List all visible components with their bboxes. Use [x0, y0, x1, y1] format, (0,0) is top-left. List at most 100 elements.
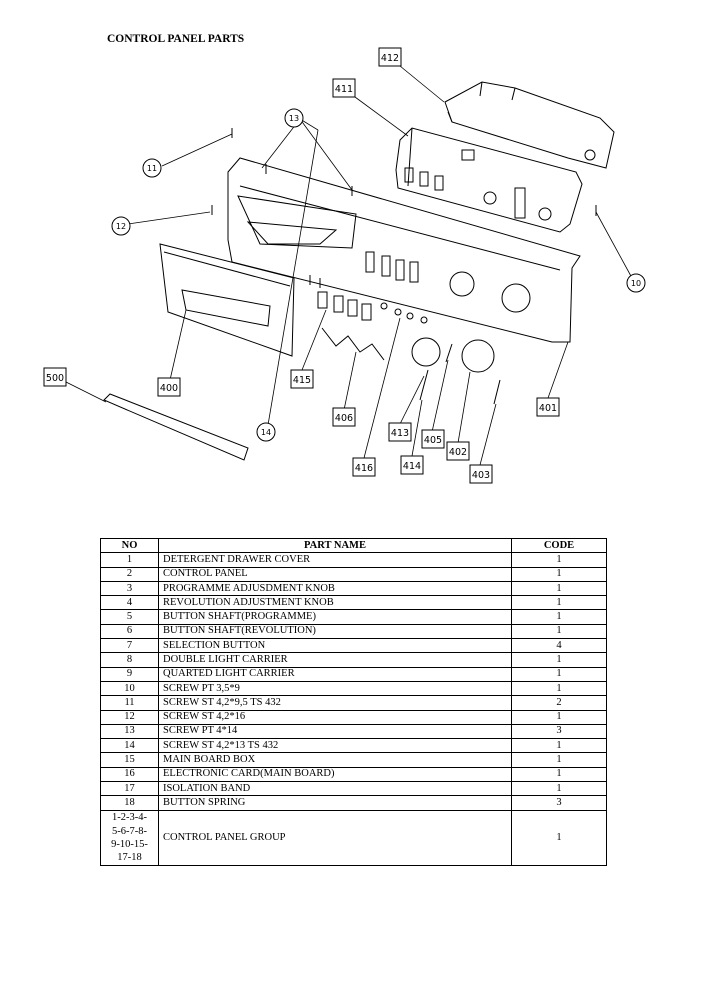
svg-text:14: 14	[261, 428, 271, 437]
callout-414: 414	[400, 455, 424, 475]
svg-text:13: 13	[289, 114, 299, 123]
group-no-line: 17-18	[117, 851, 142, 863]
cell-no: 3	[100, 580, 159, 597]
cell-part-name: SCREW PT 4*14	[158, 723, 512, 740]
selection-buttons-drawing	[317, 291, 372, 321]
isolation-band-drawing	[103, 393, 249, 461]
cell-part-name: BUTTON SPRING	[158, 795, 512, 811]
svg-text:411: 411	[335, 84, 353, 95]
cell-code: 1	[511, 552, 607, 568]
svg-text:406: 406	[335, 413, 353, 424]
cell-no: 14	[100, 738, 159, 754]
cell-no: 15	[100, 752, 159, 768]
svg-text:414: 414	[403, 461, 421, 472]
cell-no: 1-2-3-4-5-6-7-8-9-10-15-17-18	[100, 809, 159, 866]
callout-402: 402	[446, 441, 470, 461]
programme-knob-drawing	[411, 337, 441, 367]
group-no-line: 9-10-15-	[111, 838, 148, 850]
group-no-line: 1-2-3-4-	[112, 812, 147, 824]
cell-code: 1	[511, 680, 607, 697]
callout-400: 400	[157, 377, 181, 397]
revolution-shaft-drawing	[493, 379, 501, 405]
svg-text:11: 11	[147, 164, 157, 173]
cell-no: 2	[100, 566, 159, 582]
cell-part-name: BUTTON SHAFT(REVOLUTION)	[158, 623, 512, 640]
cell-no: 4	[100, 595, 159, 611]
cell-part-name: PROGRAMME ADJUSDMENT KNOB	[158, 580, 512, 597]
cell-no: 10	[100, 680, 159, 697]
cell-code: 1	[511, 766, 607, 783]
cell-no: 6	[100, 623, 159, 640]
cell-part-name: CONTROL PANEL GROUP	[158, 809, 512, 866]
cell-no: 18	[100, 795, 159, 811]
exploded-parts-diagram: 412 411 500 400 415 406 413 405 402 401 …	[43, 47, 646, 484]
detergent-drawer-cover-drawing	[159, 243, 295, 357]
cell-no: 16	[100, 766, 159, 783]
svg-text:413: 413	[391, 428, 409, 439]
cell-code: 1	[511, 623, 607, 640]
callout-416: 416	[352, 457, 376, 477]
programme-shaft-drawing	[419, 369, 429, 401]
svg-text:416: 416	[355, 463, 373, 474]
cell-no: 17	[100, 781, 159, 797]
cell-no: 13	[100, 723, 159, 740]
callout-13: 13	[284, 108, 304, 128]
page-title: CONTROL PANEL PARTS	[107, 33, 245, 45]
cell-code: 2	[511, 695, 607, 711]
callout-412: 412	[378, 47, 402, 67]
cell-code: 1	[511, 566, 607, 582]
cell-part-name: DETERGENT DRAWER COVER	[158, 552, 512, 568]
cell-code: 1	[511, 709, 607, 725]
header-part-name: PART NAME	[158, 537, 512, 554]
svg-text:500: 500	[46, 373, 64, 384]
cell-part-name: SCREW ST 4,2*13 TS 432	[158, 738, 512, 754]
revolution-knob-drawing	[461, 339, 495, 373]
cell-code: 1	[511, 752, 607, 768]
button-springs-drawing	[380, 302, 428, 324]
control-panel-drawing	[227, 157, 581, 343]
cell-part-name: ELECTRONIC CARD(MAIN BOARD)	[158, 766, 512, 783]
cell-part-name: SELECTION BUTTON	[158, 638, 512, 654]
svg-text:403: 403	[472, 470, 490, 481]
cell-part-name: SCREW ST 4,2*16	[158, 709, 512, 725]
cell-part-name: MAIN BOARD BOX	[158, 752, 512, 768]
cell-code: 1	[511, 738, 607, 754]
group-no-line: 5-6-7-8-	[112, 825, 147, 837]
callout-415: 415	[290, 369, 314, 389]
callout-401: 401	[536, 397, 560, 417]
callout-12: 12	[111, 216, 131, 236]
cell-no: 1	[100, 552, 159, 568]
callout-14: 14	[256, 422, 276, 442]
cell-part-name: CONTROL PANEL	[158, 566, 512, 582]
light-carrier-drawing	[321, 327, 385, 361]
cell-code: 1	[511, 781, 607, 797]
cell-part-name: ISOLATION BAND	[158, 781, 512, 797]
cell-code: 1	[511, 666, 607, 682]
cell-code: 1	[511, 580, 607, 597]
cell-no: 7	[100, 638, 159, 654]
callout-413: 413	[388, 422, 412, 442]
svg-text:400: 400	[160, 383, 178, 394]
svg-text:10: 10	[631, 279, 641, 288]
cell-part-name: QUARTED LIGHT CARRIER	[158, 666, 512, 682]
svg-text:415: 415	[293, 375, 311, 386]
svg-text:405: 405	[424, 435, 442, 446]
callout-411: 411	[332, 78, 356, 98]
svg-text:412: 412	[381, 53, 399, 64]
callout-11: 11	[142, 158, 162, 178]
cell-part-name: SCREW ST 4,2*9,5 TS 432	[158, 695, 512, 711]
cell-part-name: DOUBLE LIGHT CARRIER	[158, 652, 512, 668]
